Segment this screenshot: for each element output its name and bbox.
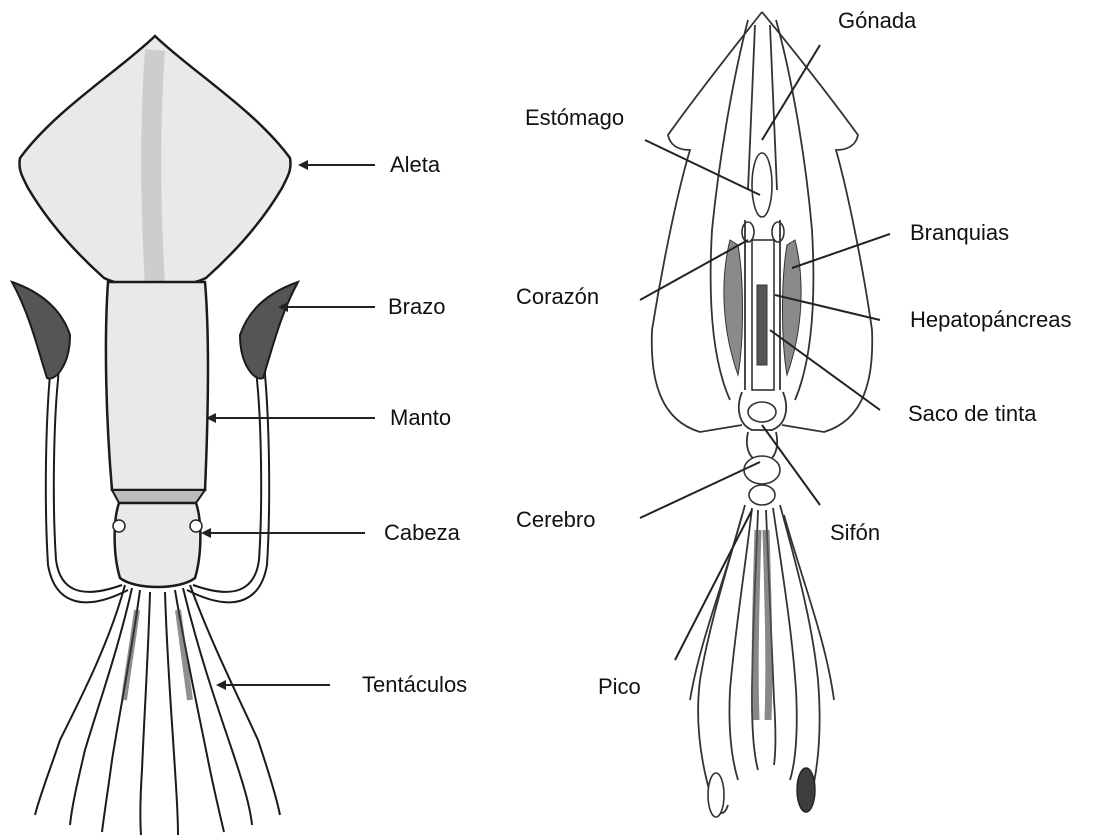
label-gonada: Gónada: [838, 8, 917, 33]
label-cabeza: Cabeza: [384, 520, 461, 545]
right-arm-club: [240, 282, 298, 379]
label-manto: Manto: [390, 405, 451, 430]
external-squid-illustration: [12, 36, 298, 835]
tentacle-club-right: [797, 768, 815, 812]
label-aleta: Aleta: [390, 152, 441, 177]
internal-squid-illustration: [652, 12, 872, 817]
label-cerebro: Cerebro: [516, 507, 595, 532]
left-arm-club: [12, 282, 70, 379]
label-brazo: Brazo: [388, 294, 445, 319]
label-branquias: Branquias: [910, 220, 1009, 245]
label-estomago: Estómago: [525, 105, 624, 130]
label-hepatopancreas: Hepatopáncreas: [910, 307, 1071, 332]
label-sifon: Sifón: [830, 520, 880, 545]
mantle-shape: [106, 282, 208, 490]
stomach-organ: [752, 153, 772, 217]
label-corazon: Corazón: [516, 284, 599, 309]
brain-organ: [744, 456, 780, 484]
ink-sac-organ: [757, 285, 767, 365]
head-shape: [115, 503, 201, 587]
right-gill: [783, 240, 802, 375]
label-pico: Pico: [598, 674, 641, 699]
label-saco-de-tinta: Saco de tinta: [908, 401, 1037, 426]
label-tentaculos: Tentáculos: [362, 672, 467, 697]
left-gill: [724, 240, 743, 375]
